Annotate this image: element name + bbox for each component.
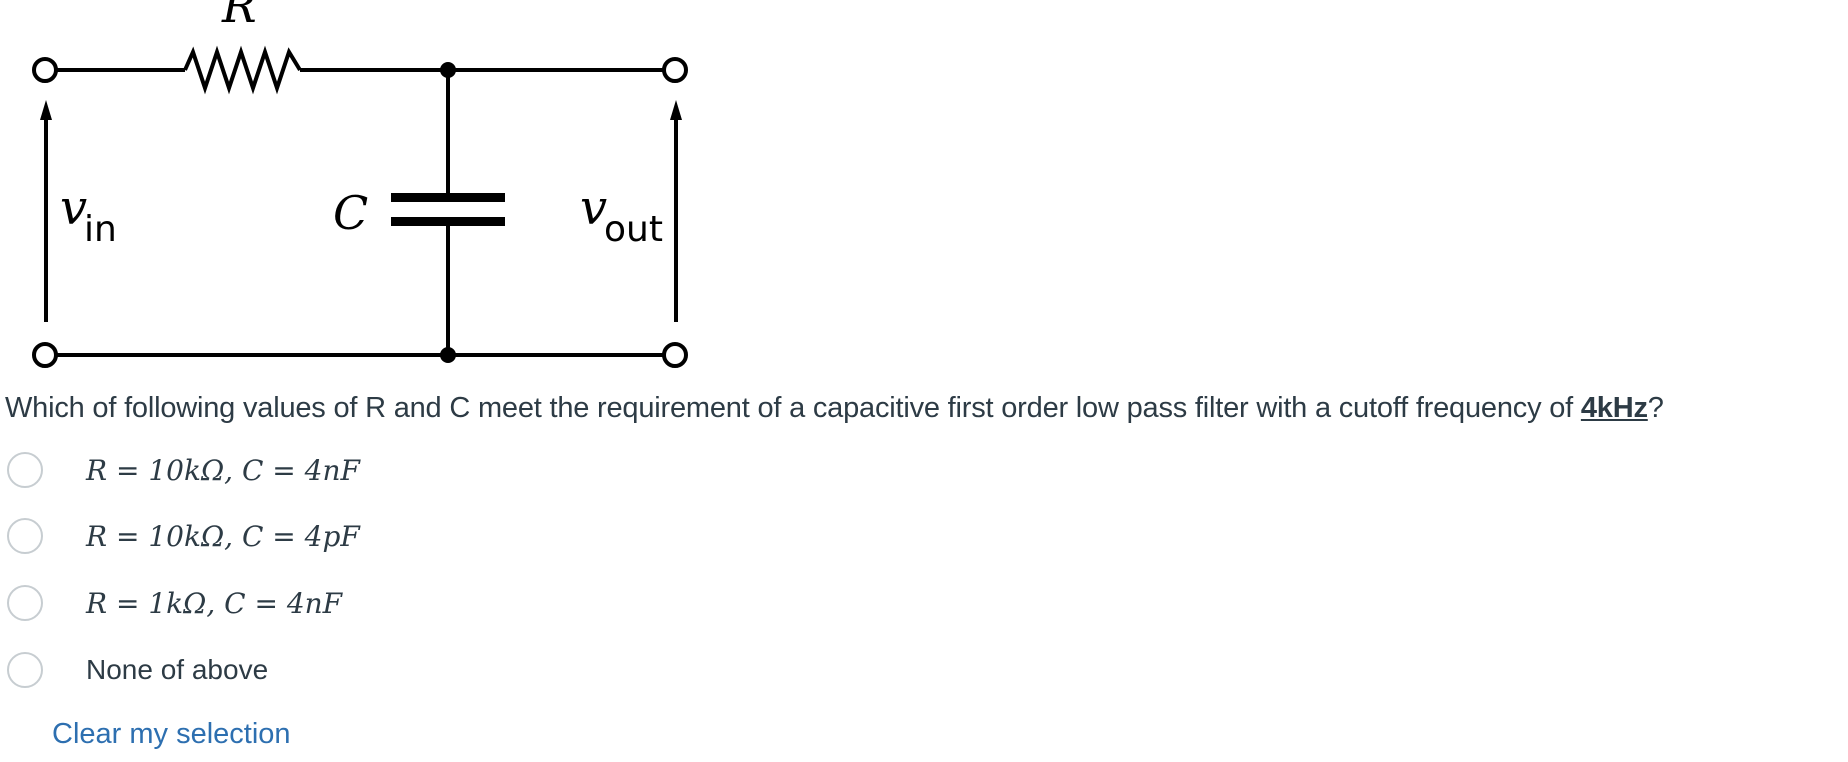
question-mark: ? <box>1647 392 1664 424</box>
clear-selection-link[interactable]: Clear my selection <box>52 718 291 750</box>
capacitor-plate-bottom <box>391 217 505 226</box>
terminal-top-left <box>32 57 58 83</box>
resistor <box>183 45 302 95</box>
radio-button[interactable] <box>7 518 43 554</box>
vout-label-sub: out <box>604 209 663 250</box>
capacitor-plate-top <box>391 193 505 202</box>
radio-button[interactable] <box>7 585 43 621</box>
option-label: R = 10kΩ, C = 4nF <box>86 453 360 487</box>
vin-label-main: v <box>60 180 87 236</box>
radio-button[interactable] <box>7 452 43 488</box>
option-label: R = 10kΩ, C = 4pF <box>86 519 360 553</box>
capacitor-label: C <box>333 186 368 240</box>
vout-arrow-head <box>670 100 682 120</box>
option-label: None of above <box>86 654 269 685</box>
rc-circuit-diagram: R C v in v out <box>32 0 688 368</box>
terminal-top-right <box>662 57 688 83</box>
answer-option-1[interactable]: R = 10kΩ, C = 4nF <box>7 450 360 490</box>
terminal-bottom-left <box>32 342 58 368</box>
option-label: R = 1kΩ, C = 4nF <box>86 586 343 620</box>
cutoff-frequency: 4kHz <box>1580 392 1648 424</box>
question-body: Which of following values of R and C mee… <box>5 392 1581 424</box>
vin-label-sub: in <box>84 209 117 250</box>
terminal-bottom-right <box>662 342 688 368</box>
radio-button[interactable] <box>7 652 43 688</box>
answer-option-2[interactable]: R = 10kΩ, C = 4pF <box>7 516 360 556</box>
vout-label-main: v <box>580 180 607 236</box>
question-text: Which of following values of R and C mee… <box>5 392 1664 425</box>
resistor-label: R <box>221 0 257 33</box>
vin-arrow-head <box>40 100 52 120</box>
answer-option-4[interactable]: None of above <box>7 650 268 690</box>
answer-option-3[interactable]: R = 1kΩ, C = 4nF <box>7 583 342 623</box>
